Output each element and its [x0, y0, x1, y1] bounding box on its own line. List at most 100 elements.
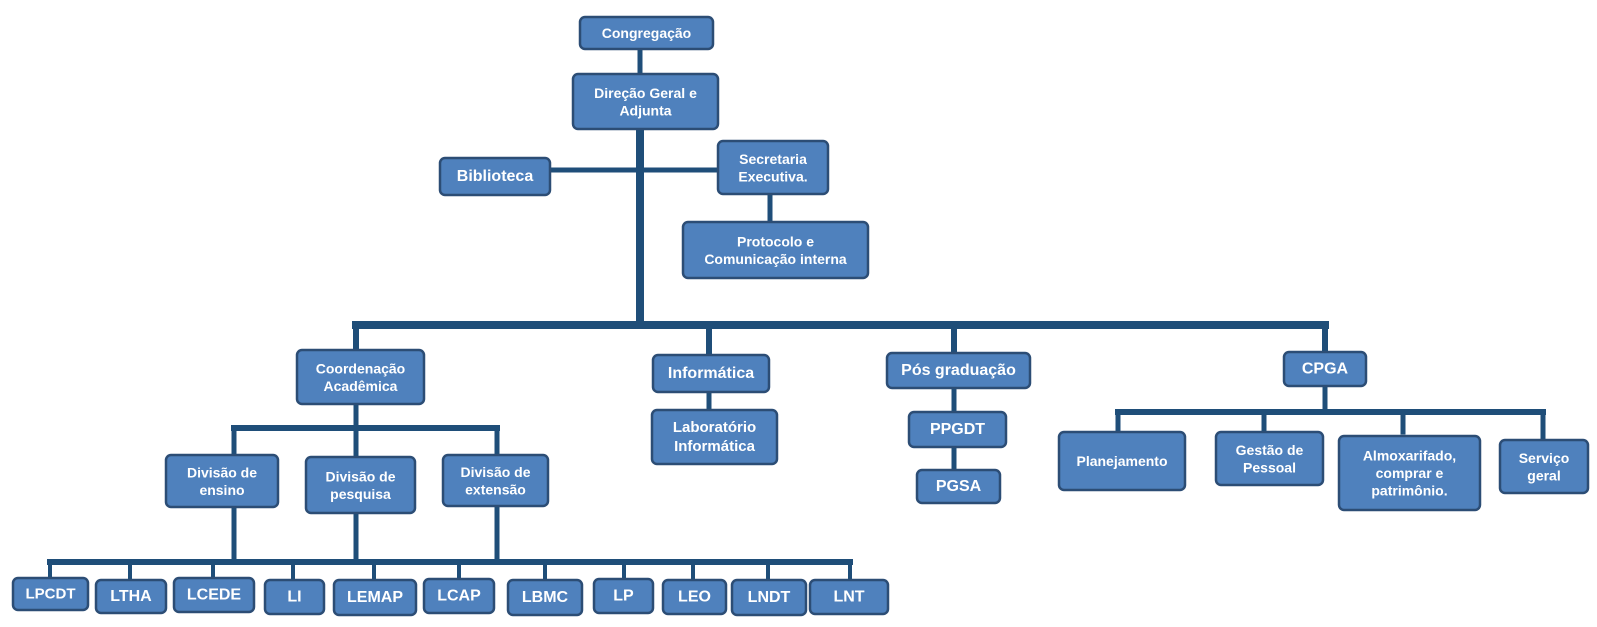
node-label: Pessoal — [1243, 459, 1296, 475]
node-box — [571, 72, 720, 131]
org-node-lbmc: LBMC — [506, 578, 584, 617]
node-label: extensão — [465, 481, 526, 497]
node-box — [304, 455, 417, 515]
org-node-ppgdt: PPGDT — [907, 410, 1008, 449]
node-label: geral — [1527, 467, 1560, 483]
node-box — [422, 577, 496, 615]
org-node-lcap: LCAP — [422, 577, 496, 615]
node-box — [592, 577, 655, 615]
node-label: Laboratório — [673, 419, 756, 436]
node-box — [441, 453, 550, 508]
org-node-cpga: CPGA — [1282, 350, 1368, 388]
node-label: LCEDE — [187, 587, 242, 604]
node-box — [578, 15, 715, 51]
node-label: Coordenação — [316, 360, 405, 376]
node-label: pesquisa — [330, 486, 391, 502]
node-box — [295, 348, 426, 406]
org-node-protocolo: Protocolo e Comunicação interna — [681, 220, 870, 280]
node-box — [1214, 430, 1325, 487]
org-node-lp: LP — [592, 577, 655, 615]
node-label: LI — [287, 589, 301, 606]
node-box — [164, 453, 280, 509]
node-label: LNDT — [748, 589, 791, 606]
org-node-li: LI — [263, 578, 326, 616]
org-node-lcede: LCEDE — [172, 576, 256, 614]
node-label: LCAP — [437, 588, 481, 605]
node-label: LEO — [678, 589, 711, 606]
node-label: Biblioteca — [457, 168, 534, 185]
node-box — [885, 351, 1032, 390]
node-box — [907, 410, 1008, 449]
node-box — [506, 578, 584, 617]
node-box — [1282, 350, 1368, 388]
org-node-ltha: LTHA — [94, 578, 168, 615]
node-box — [438, 156, 552, 197]
node-label: ensino — [199, 482, 244, 498]
node-label: Acadêmica — [324, 378, 398, 394]
org-node-lpcdt: LPCDT — [11, 576, 90, 612]
org-node-lndt: LNDT — [730, 578, 808, 617]
org-node-biblioteca: Biblioteca — [438, 156, 552, 197]
node-box — [263, 578, 326, 616]
node-box — [94, 578, 168, 615]
node-box — [1337, 434, 1482, 512]
node-label: Informática — [668, 365, 754, 382]
node-box — [661, 578, 728, 616]
node-label: Protocolo e — [737, 233, 814, 249]
node-label: Divisão de — [325, 468, 395, 484]
node-label: Pós graduação — [901, 362, 1016, 379]
node-box — [650, 408, 779, 466]
node-box — [332, 578, 418, 617]
node-label: LNT — [833, 589, 864, 606]
node-box — [716, 139, 830, 196]
node-label: Comunicação interna — [704, 251, 847, 267]
node-box — [1498, 438, 1590, 495]
node-box — [730, 578, 808, 617]
org-node-lnt: LNT — [808, 578, 890, 616]
node-box — [808, 578, 890, 616]
node-label: CPGA — [1302, 361, 1349, 378]
node-label: LTHA — [110, 588, 152, 605]
node-label: Adjunta — [619, 102, 671, 118]
org-node-informatica: Informática — [651, 353, 771, 394]
node-label: PPGDT — [930, 421, 985, 438]
node-label: LEMAP — [347, 589, 403, 606]
node-label: Almoxarifado, — [1363, 448, 1456, 464]
node-label: Serviço — [1519, 450, 1570, 466]
node-label: PGSA — [936, 478, 982, 495]
node-label: comprar e — [1376, 465, 1444, 481]
org-node-pos: Pós graduação — [885, 351, 1032, 390]
org-node-planejamento: Planejamento — [1057, 430, 1187, 492]
org-node-congregacao: Congregação — [578, 15, 715, 51]
node-label: LBMC — [522, 589, 569, 606]
node-box — [172, 576, 256, 614]
node-label: Secretaria — [739, 151, 807, 167]
node-box — [651, 353, 771, 394]
node-label: LPCDT — [26, 586, 76, 603]
node-box — [681, 220, 870, 280]
node-label: Divisão de — [460, 464, 530, 480]
org-node-pgsa: PGSA — [915, 468, 1002, 505]
node-box — [1057, 430, 1187, 492]
org-node-leo: LEO — [661, 578, 728, 616]
node-label: LP — [613, 588, 634, 605]
node-label: Direção Geral e — [594, 85, 697, 101]
node-label: Informática — [674, 438, 756, 455]
node-label: Executiva. — [738, 168, 807, 184]
node-label: Planejamento — [1076, 453, 1167, 469]
org-node-div-pesquisa: Divisão de pesquisa — [304, 455, 417, 515]
node-label: Gestão de — [1236, 442, 1304, 458]
org-node-lemap: LEMAP — [332, 578, 418, 617]
node-box — [11, 576, 90, 612]
node-label: Congregação — [602, 25, 691, 41]
